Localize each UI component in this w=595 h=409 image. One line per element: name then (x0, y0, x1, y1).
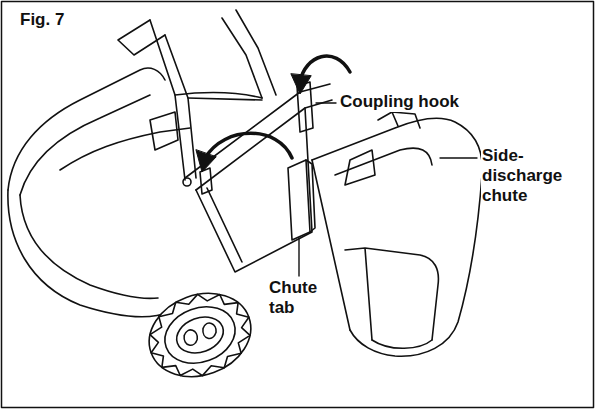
hinge-pin (183, 178, 191, 186)
rotation-arrow (205, 133, 292, 158)
rear-flap (196, 108, 312, 272)
chute-opening (372, 340, 432, 348)
handle-bracket (150, 112, 178, 150)
side-discharge-chute (312, 118, 482, 356)
deck-rim (20, 95, 150, 195)
leader-line (316, 102, 336, 103)
figure-title: Fig. 7 (20, 10, 64, 30)
part-label: Coupling hook (339, 92, 491, 112)
part-label: Side-discharge chute (481, 146, 583, 206)
rear-flap-edge (207, 188, 242, 262)
chute-bracket (345, 150, 375, 185)
deck (8, 190, 170, 317)
deck (8, 68, 165, 190)
leader-line (298, 238, 299, 276)
chute-opening (345, 248, 438, 340)
handle (222, 10, 276, 98)
chute-tab (288, 160, 310, 240)
chute-latch (378, 112, 420, 128)
deck-top (60, 128, 190, 170)
hinge-rod (185, 84, 332, 190)
arrowhead (291, 74, 311, 94)
leader-line (440, 157, 477, 158)
wheel (137, 280, 262, 391)
chute-top (335, 148, 432, 175)
deck-rim (20, 195, 158, 298)
arrowhead (196, 150, 216, 172)
handle-cross (175, 92, 262, 100)
handle (118, 20, 165, 55)
handle (150, 20, 196, 180)
part-label: Chute tab (268, 278, 328, 318)
